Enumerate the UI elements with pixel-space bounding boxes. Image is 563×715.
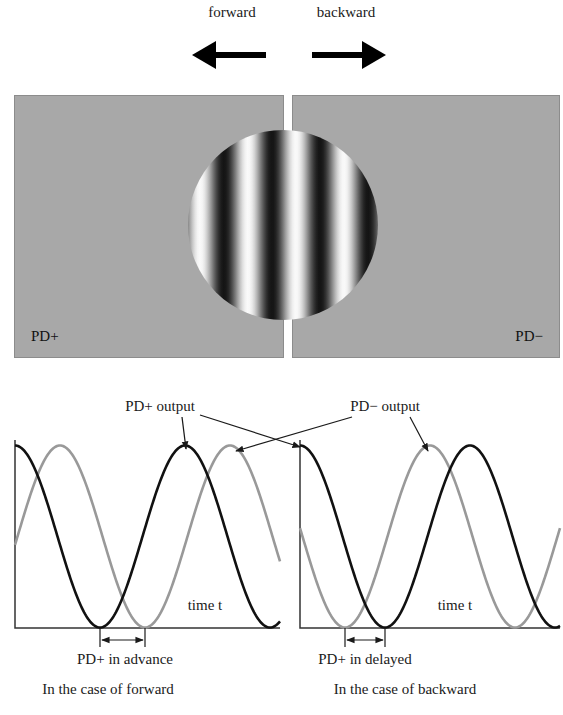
phase-label: PD+ in advance [77,650,173,668]
leader-arrows [182,415,428,451]
output-label: PD+ output [125,397,195,415]
direction-label: backward [317,3,375,21]
phase-label: PD+ in delayed [318,650,411,668]
panel-label: PD+ [31,327,59,345]
sine-curves [15,446,560,628]
sine-curve [15,446,280,628]
direction-label: forward [208,3,255,21]
axis-label: time t [438,596,473,614]
caption-label: In the case of backward [334,680,476,698]
plot-axes [15,440,560,628]
axis-label: time t [188,596,223,614]
grating-disc [188,130,378,320]
top-arrows [192,41,386,69]
sine-curve [300,446,560,628]
output-label: PD− output [350,397,420,415]
phase-brackets [100,628,385,647]
panel-label: PD− [515,327,543,345]
sine-curve [300,446,560,628]
sine-curve [15,446,280,628]
caption-label: In the case of forward [42,680,174,698]
